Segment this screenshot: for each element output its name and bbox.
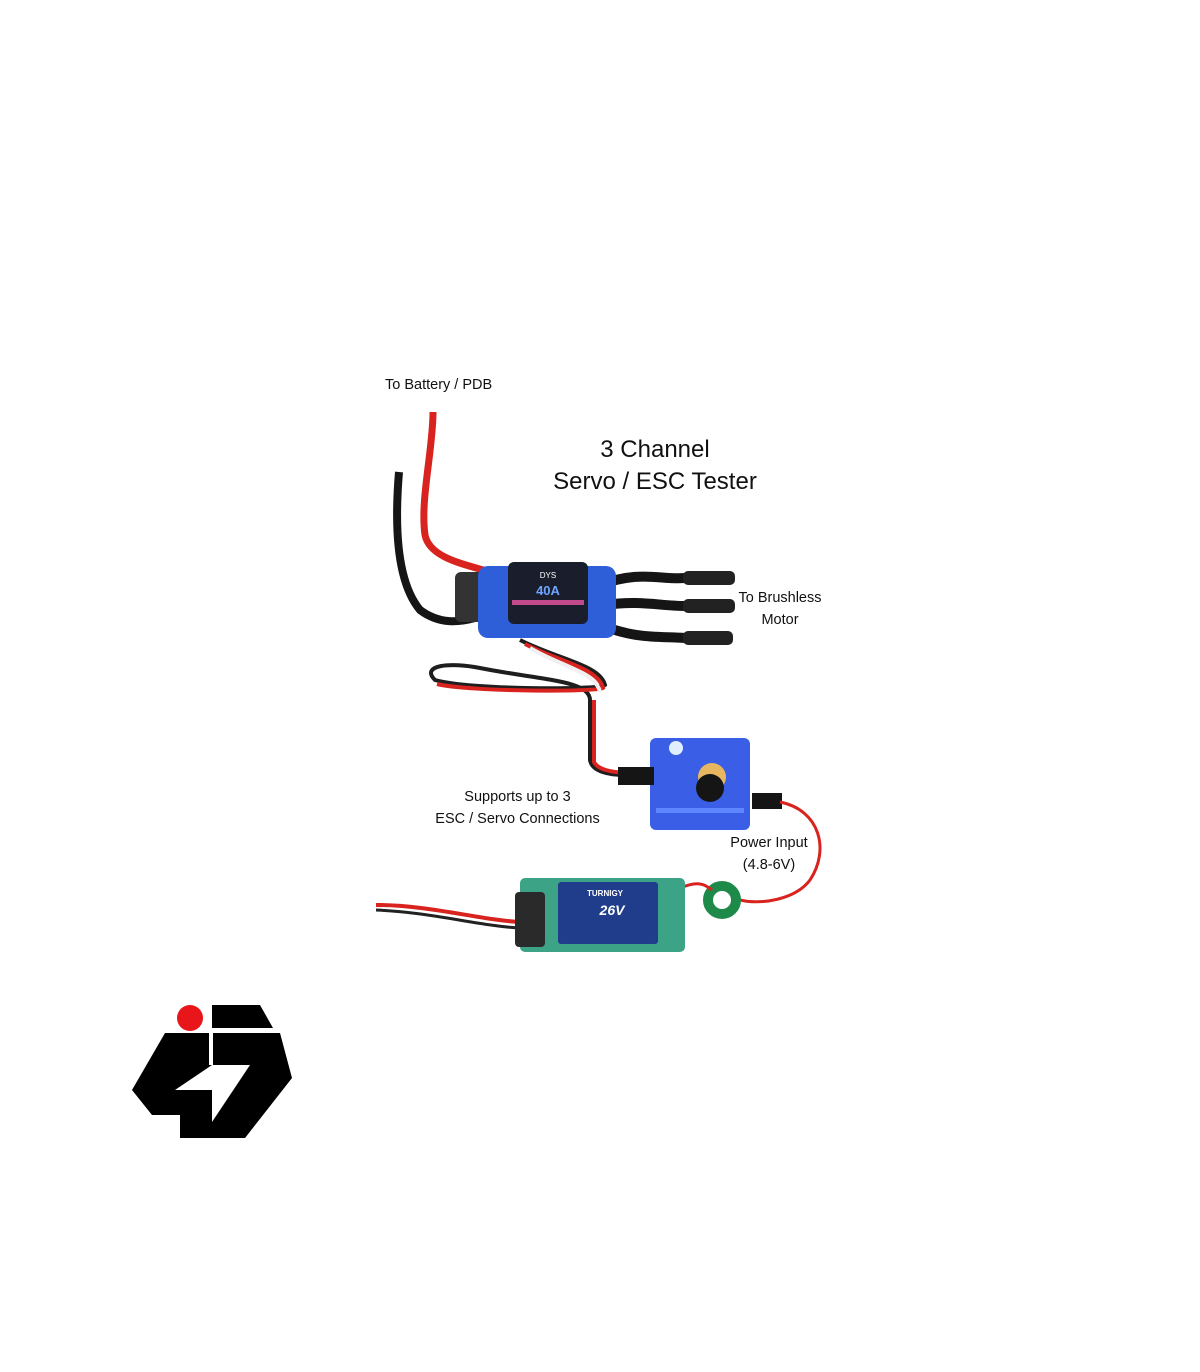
ubec-brand: TURNIGY (587, 889, 624, 898)
supports-label-line1: Supports up to 3 (464, 789, 571, 805)
power-label-line1: Power Input (730, 835, 808, 851)
servo-lead (429, 638, 626, 777)
ubec-module: TURNIGY 26V (375, 878, 685, 952)
brand-logo (132, 1005, 292, 1138)
title-line1: 3 Channel (600, 436, 710, 463)
title-line2: Servo / ESC Tester (553, 468, 757, 495)
power-label-line2: (4.8-6V) (742, 857, 796, 873)
battery-red-wire (420, 411, 502, 579)
ubec-voltage: 26V (599, 902, 627, 918)
ferrite-ring (703, 881, 741, 919)
esc-brand: DYS (540, 571, 556, 580)
power-wire (739, 800, 822, 904)
esc-module: 40A DYS (455, 562, 616, 638)
bullet-connectors (683, 571, 735, 645)
battery-black-wire (393, 471, 477, 626)
esc-rating: 40A (536, 583, 560, 598)
battery-label: To Battery / PDB (385, 377, 493, 393)
motor-label-line2: Motor (761, 612, 799, 628)
servo-tester (618, 738, 782, 830)
supports-label-line2: ESC / Servo Connections (435, 811, 600, 827)
motor-label-line1: To Brushless (738, 590, 822, 606)
